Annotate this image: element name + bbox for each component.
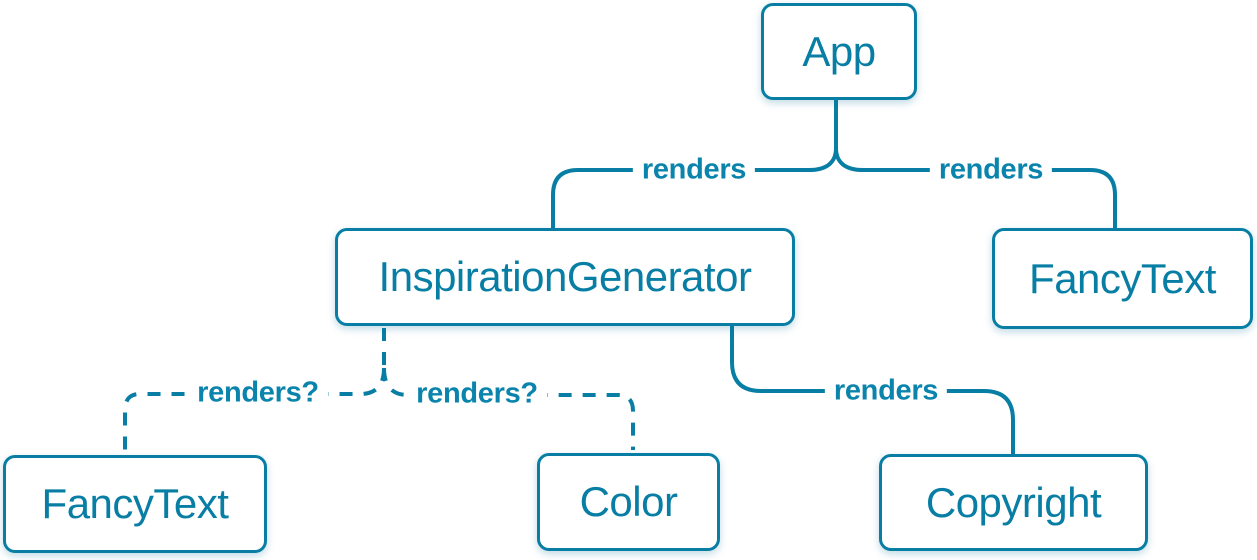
edge-line-app-fancytext: [834, 146, 1117, 230]
edge-label-app-fancytext: renders: [929, 153, 1053, 187]
edge-line-inspirationgenerator-color-conditional: [382, 367, 635, 450]
node-app: App: [761, 3, 917, 100]
edge-line-app-inspirationgenerator: [551, 146, 838, 230]
edge-label-inspirationgenerator-color: renders?: [407, 377, 547, 411]
edge-label-app-inspirationgenerator: renders: [632, 153, 756, 187]
node-color: Color: [537, 453, 720, 551]
edge-label-inspirationgenerator-fancytext: renders?: [188, 376, 328, 410]
node-fancy-text-bottom-left: FancyText: [3, 455, 267, 553]
node-fancy-text-top-right: FancyText: [992, 228, 1253, 329]
node-inspiration-generator: InspirationGenerator: [335, 228, 795, 326]
node-copyright: Copyright: [879, 454, 1148, 551]
edge-label-inspirationgenerator-copyright: renders: [824, 374, 948, 408]
